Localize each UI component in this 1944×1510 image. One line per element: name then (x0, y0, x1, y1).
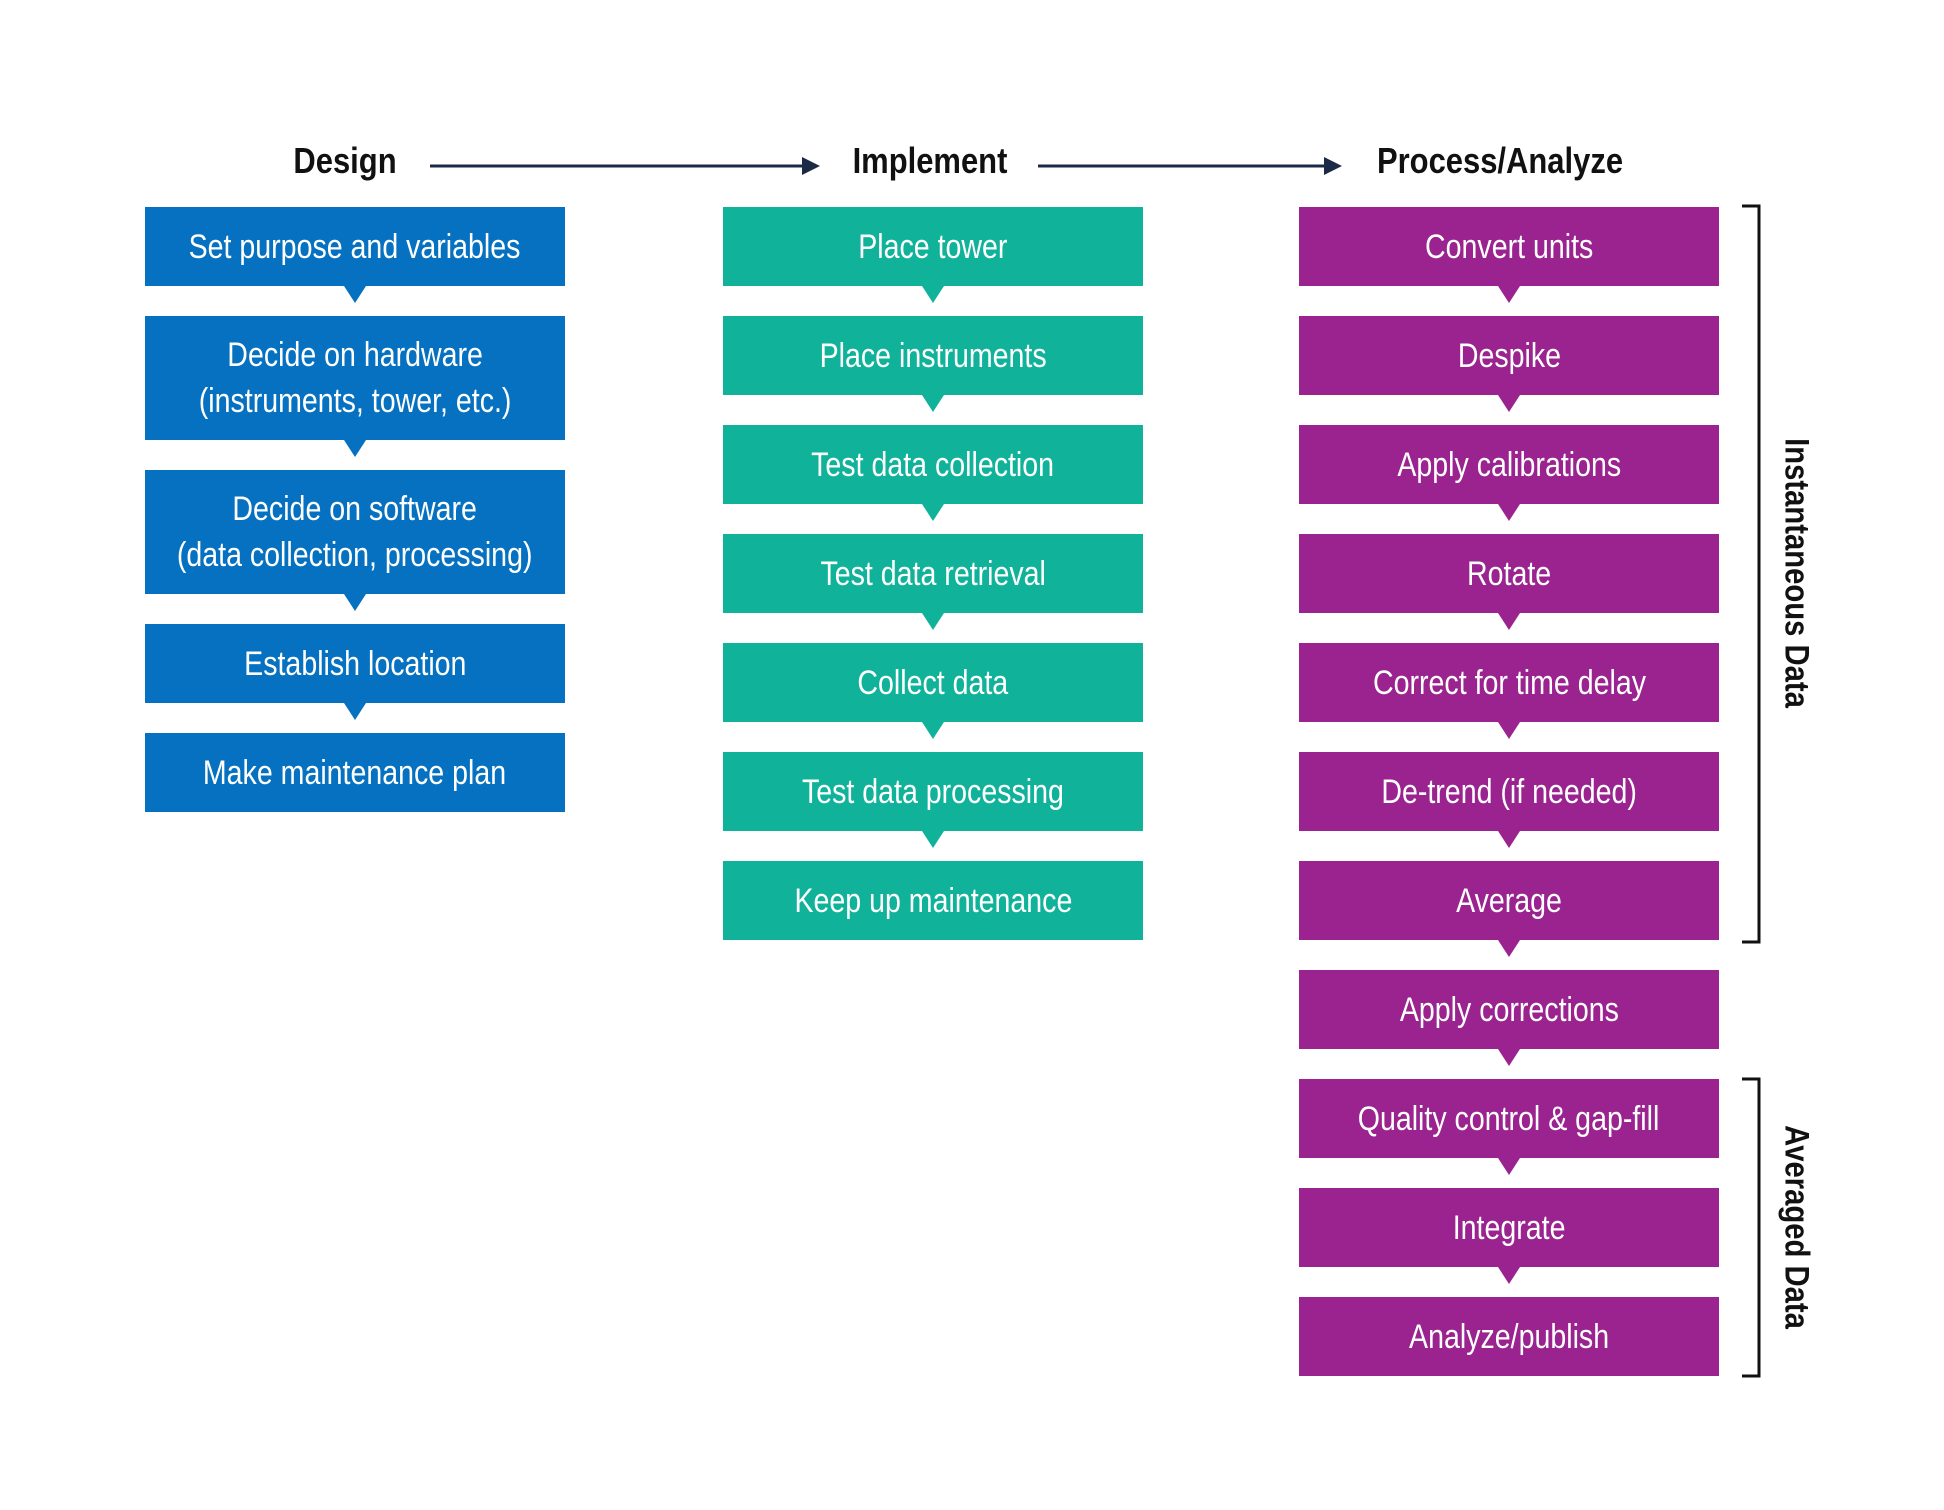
process-step: Convert units (1299, 207, 1719, 303)
step-label: Make maintenance plan (203, 753, 507, 792)
step-label: Place tower (858, 227, 1008, 266)
implement-step: Place tower (723, 207, 1143, 303)
design-step: Decide on hardware (instruments, tower, e… (145, 316, 565, 457)
step-label: Establish location (243, 644, 467, 683)
process-step-text: Apply calibrations (1376, 442, 1642, 488)
step-label: Keep up maintenance (794, 881, 1072, 920)
step-label: Collect data (857, 663, 1009, 702)
step-label: Analyze/publish (1408, 1317, 1610, 1356)
process-step: Apply corrections (1299, 970, 1719, 1066)
implement-step: Keep up maintenance (723, 861, 1143, 940)
design-step-text: Establish location (223, 641, 488, 687)
step-label: Test data collection (811, 445, 1055, 484)
arrow-implement-to-process (1038, 157, 1342, 175)
implement-step: Collect data (723, 643, 1143, 739)
process-step-text: Quality control & gap-fill (1329, 1096, 1688, 1142)
heading-process: Process/Analyze (1376, 140, 1624, 181)
process-step-text: Convert units (1409, 224, 1609, 270)
implement-step: Test data retrieval (723, 534, 1143, 630)
implement-step-text: Place instruments (798, 333, 1068, 379)
process-step: Average (1299, 861, 1719, 957)
step-label: Correct for time delay (1372, 663, 1646, 702)
step-label: Integrate (1452, 1208, 1566, 1247)
process-step-text: De-trend (if needed) (1357, 769, 1661, 815)
step-label: Quality control & gap-fill (1358, 1099, 1660, 1138)
design-step-text: Decide on software (data collection, proc… (143, 486, 566, 578)
process-step: Despike (1299, 316, 1719, 412)
heading-implement: Implement (852, 140, 1008, 181)
implement-step-text: Keep up maintenance (768, 878, 1099, 924)
step-label: De-trend (if needed) (1381, 772, 1637, 811)
process-step-text: Analyze/publish (1390, 1314, 1628, 1360)
step-label: Place instruments (819, 336, 1047, 375)
step-label: (data collection, processing) (177, 536, 533, 574)
instantaneous-bracket (1742, 204, 1761, 944)
implement-step: Place instruments (723, 316, 1143, 412)
process-step: Correct for time delay (1299, 643, 1719, 739)
step-label: Apply corrections (1399, 990, 1619, 1029)
step-label: Rotate (1466, 554, 1552, 593)
step-label: Test data processing (802, 772, 1064, 811)
process-step: Quality control & gap-fill (1299, 1079, 1719, 1175)
implement-step-text: Collect data (843, 660, 1023, 706)
step-label: Average (1456, 881, 1562, 920)
step-label: Set purpose and variables (189, 227, 521, 266)
process-step-text: Apply corrections (1379, 987, 1640, 1033)
design-step: Make maintenance plan (145, 733, 565, 812)
process-step: Apply calibrations (1299, 425, 1719, 521)
implement-step-text: Test data collection (788, 442, 1077, 488)
arrow-design-to-implement (430, 157, 820, 175)
implement-step-text: Test data retrieval (799, 551, 1067, 597)
step-label: Despike (1457, 336, 1561, 375)
design-step: Set purpose and variables (145, 207, 565, 303)
instantaneous-data-label: Instantaneous Data (1777, 438, 1816, 708)
implement-step: Test data processing (723, 752, 1143, 848)
design-step-text: Set purpose and variables (157, 224, 552, 270)
design-step: Establish location (145, 624, 565, 720)
process-step-text: Integrate (1442, 1205, 1576, 1251)
step-label: Decide on hardware (227, 336, 483, 374)
design-step-text: Decide on hardware (instruments, tower, e… (169, 332, 541, 424)
implement-step-text: Place tower (844, 224, 1022, 270)
heading-design: Design (293, 140, 397, 181)
step-label: (instruments, tower, etc.) (198, 382, 512, 420)
implement-step-text: Test data processing (777, 769, 1089, 815)
averaged-data-label: Averaged Data (1777, 1125, 1816, 1329)
process-step: Analyze/publish (1299, 1297, 1719, 1376)
step-label: Test data retrieval (820, 554, 1046, 593)
process-step: Rotate (1299, 534, 1719, 630)
step-label: Apply calibrations (1397, 445, 1621, 484)
step-label: Decide on software (232, 490, 478, 528)
process-step-text: Rotate (1459, 551, 1559, 597)
design-step: Decide on software (data collection, proc… (143, 470, 566, 611)
design-step-text: Make maintenance plan (174, 750, 535, 796)
process-step: Integrate (1299, 1188, 1719, 1284)
process-step-text: Correct for time delay (1347, 660, 1672, 706)
implement-step: Test data collection (723, 425, 1143, 521)
step-label: Convert units (1424, 227, 1594, 266)
averaged-bracket (1742, 1077, 1761, 1378)
process-step-text: Despike (1448, 333, 1571, 379)
process-step: De-trend (if needed) (1299, 752, 1719, 848)
process-step-text: Average (1446, 878, 1572, 924)
